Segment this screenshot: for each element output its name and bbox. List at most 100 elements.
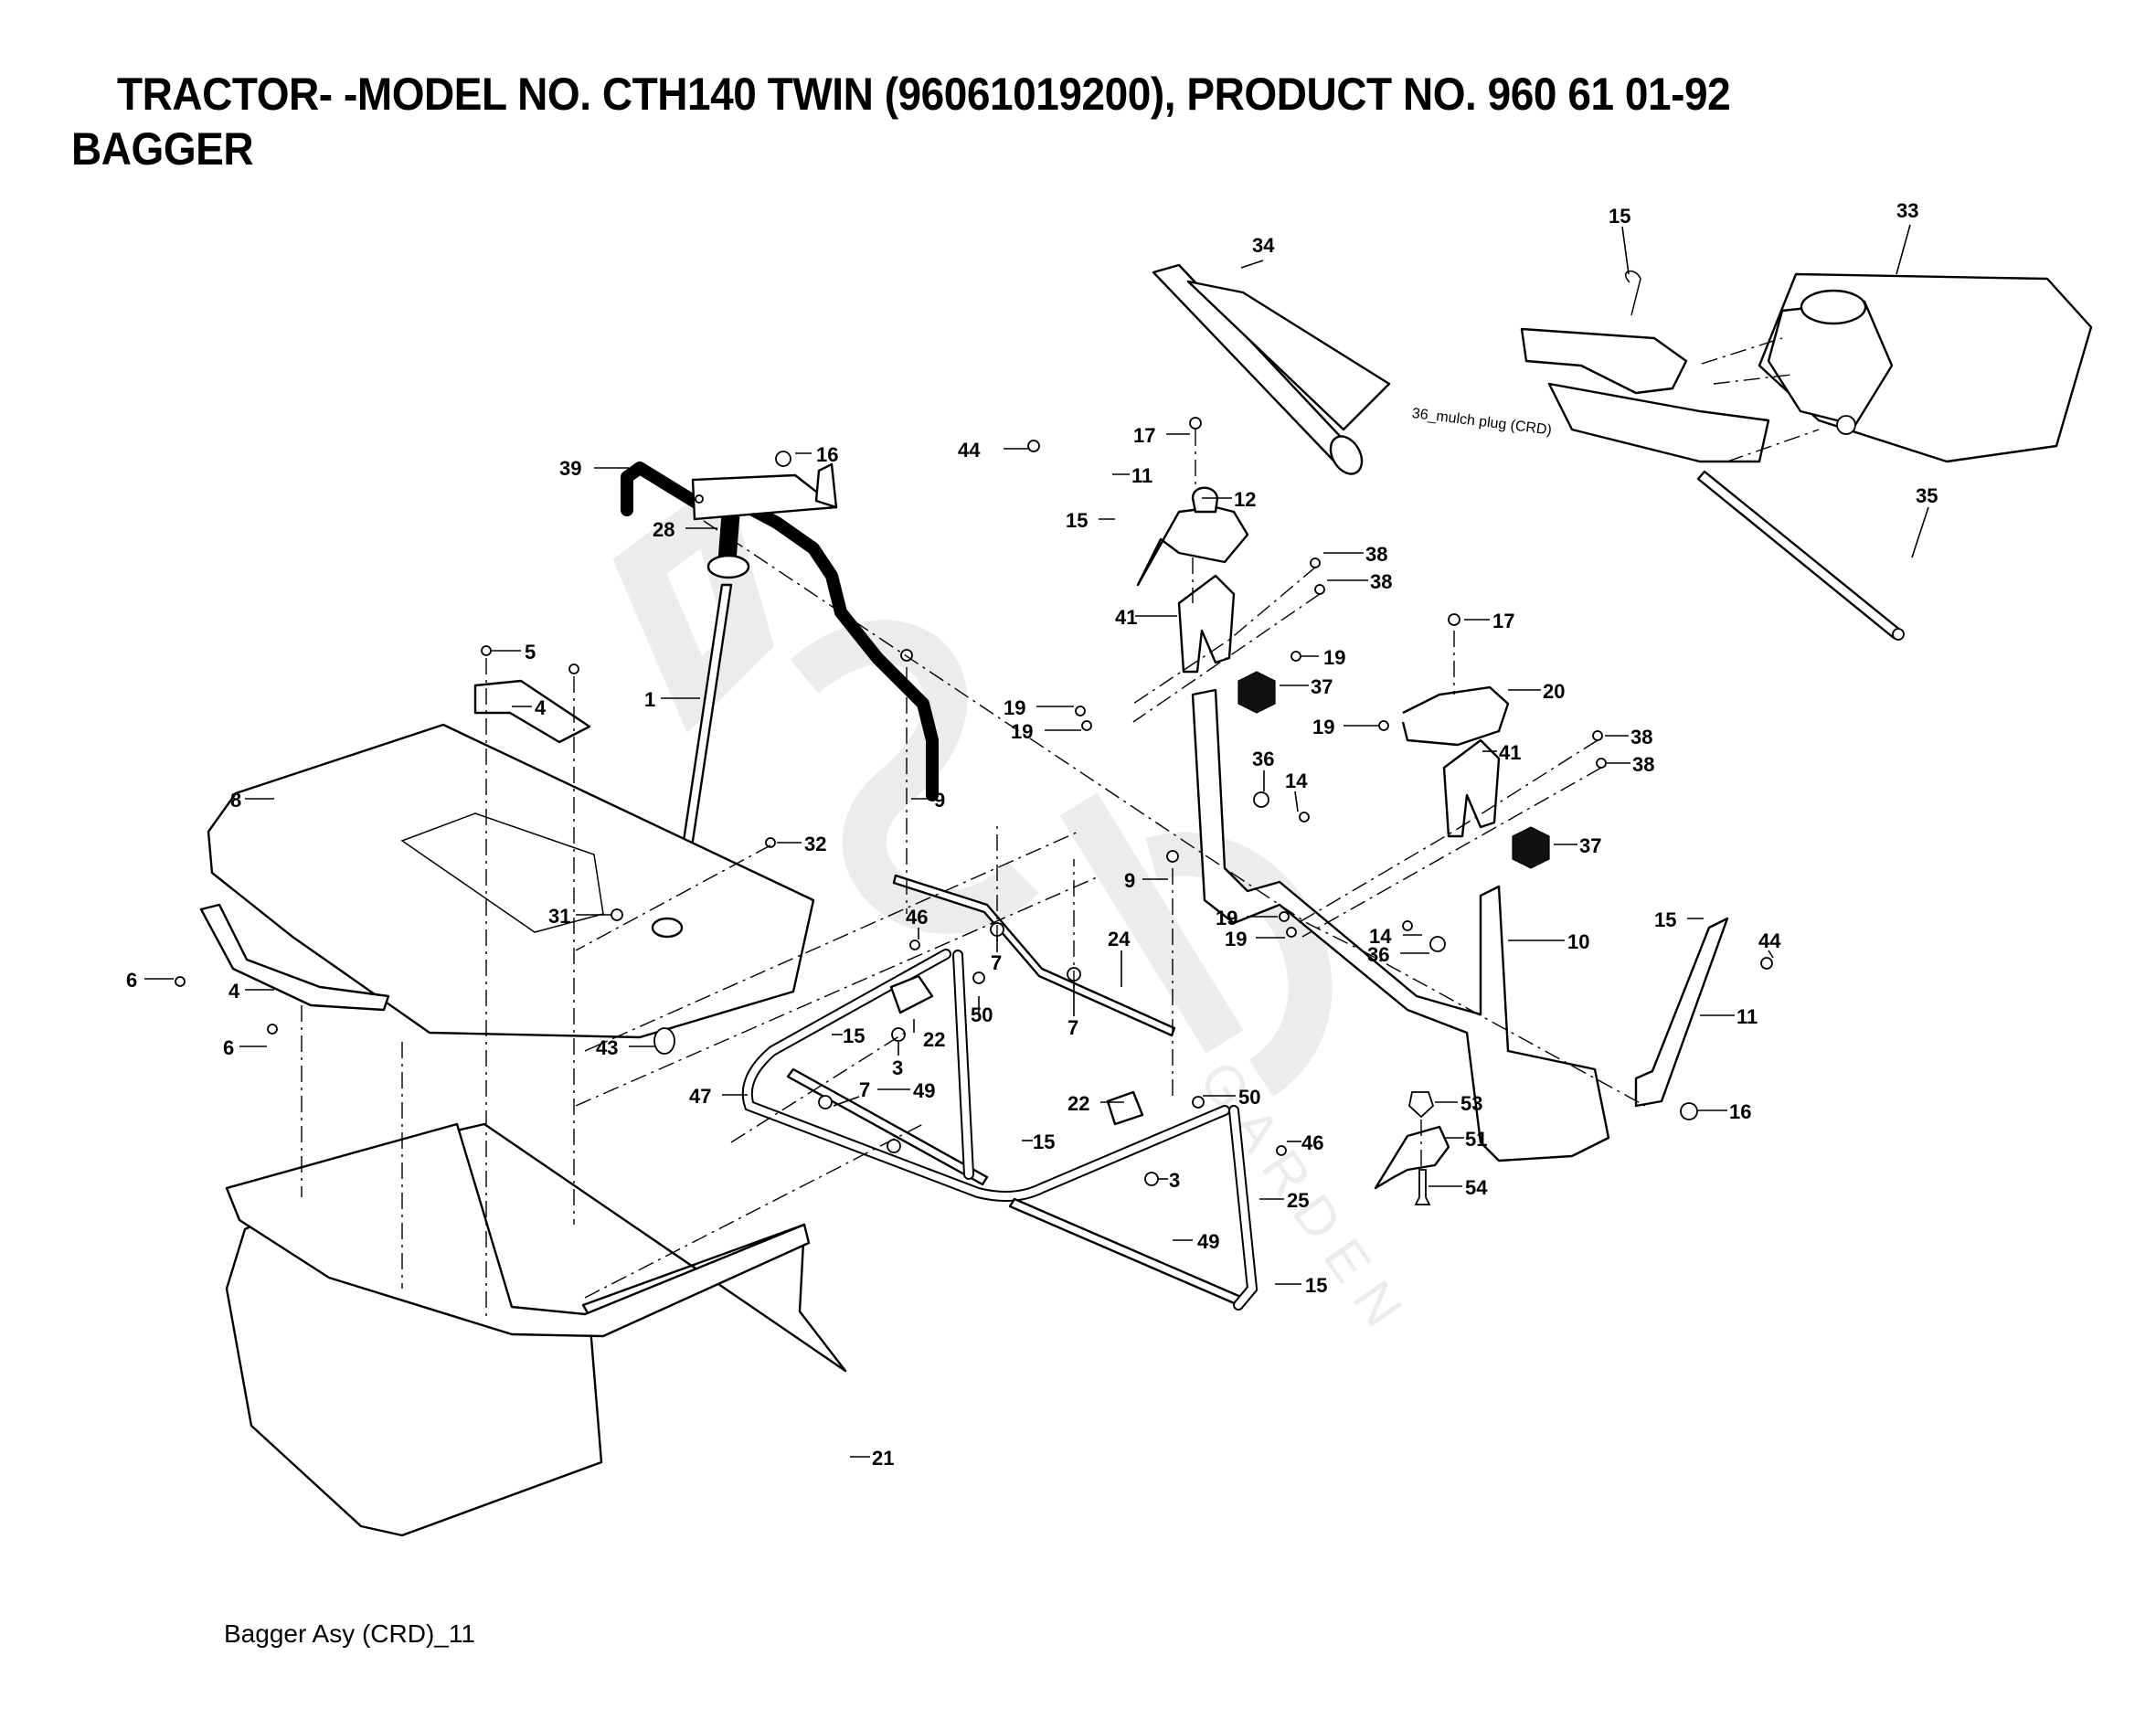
callout-39: 39	[559, 457, 581, 480]
callout-11-top: 11	[1131, 464, 1152, 487]
part-6-screw-b	[267, 1024, 278, 1035]
callout-15-lower: 15	[1033, 1130, 1055, 1153]
part-32-screw	[765, 837, 776, 848]
part-19-nut-b	[1075, 706, 1086, 717]
callout-50-b: 50	[1238, 1086, 1260, 1109]
callout-15-upper: 15	[1066, 509, 1088, 532]
part-14-bolt-b	[1402, 920, 1413, 931]
part-41-bracket-left	[1177, 574, 1236, 674]
part-36-washer-b	[1429, 936, 1446, 952]
callout-38-b: 38	[1370, 570, 1392, 593]
callout-12: 12	[1234, 488, 1256, 511]
part-22-bracket-right	[1106, 1090, 1144, 1126]
part-7-nut-c	[818, 1095, 833, 1109]
callout-44-lower: 44	[1758, 929, 1781, 952]
part-39-handle	[621, 462, 939, 801]
callout-3-a: 3	[892, 1056, 903, 1079]
callout-19-e: 19	[1216, 907, 1237, 929]
part-38-bolt-c	[1592, 730, 1603, 741]
assembly-lines	[301, 337, 1820, 1316]
part-53-nut	[1408, 1091, 1435, 1119]
part-44-bolt-lower	[1760, 957, 1773, 970]
part-4-handle-side	[199, 903, 390, 1012]
part-19-nut-f	[1286, 927, 1297, 938]
callout-36-a: 36	[1252, 748, 1274, 770]
part-54-bolt	[1414, 1169, 1431, 1205]
callout-22-a: 22	[923, 1028, 945, 1051]
part-38-bolt-a	[1310, 557, 1321, 568]
diagram-title: TRACTOR- -MODEL NO. CTH140 TWIN (9606101…	[117, 69, 1731, 120]
callout-9-a: 9	[934, 789, 945, 812]
part-43-cap	[653, 1027, 675, 1055]
callout-11-lower: 11	[1736, 1005, 1758, 1028]
part-5-screw-a	[481, 645, 492, 656]
callout-7-a: 7	[991, 951, 1002, 974]
part-4-handle-top	[473, 679, 591, 744]
callout-32: 32	[804, 833, 826, 855]
callout-41-right: 41	[1499, 741, 1521, 764]
callout-10: 10	[1567, 930, 1589, 953]
callout-8: 8	[230, 789, 241, 812]
part-46-bolt-b	[1276, 1145, 1287, 1156]
callout-49-b: 49	[1197, 1230, 1219, 1253]
part-34-mulch-tube	[1152, 263, 1391, 475]
part-12-latch	[1136, 486, 1249, 587]
part-36-mulch-plug	[1520, 327, 1770, 463]
part-22-bracket-left	[889, 974, 934, 1014]
callout-17-top: 17	[1133, 424, 1155, 447]
part-47-frame	[741, 949, 1230, 1202]
callout-4-top: 4	[535, 696, 547, 719]
callout-37-a: 37	[1311, 675, 1333, 698]
part-19-nut-a	[1290, 651, 1301, 662]
callout-44-top: 44	[958, 439, 981, 462]
callout-6-b: 6	[223, 1036, 234, 1059]
callout-9-b: 9	[1124, 869, 1135, 892]
diagram-caption: Bagger Asy (CRD)_11	[224, 1619, 475, 1648]
callout-24: 24	[1108, 928, 1131, 950]
callout-7-b: 7	[1067, 1016, 1078, 1039]
part-9-bolt-b	[1166, 850, 1179, 863]
part-46-bolt-a	[909, 939, 920, 950]
callout-4-side: 4	[228, 980, 240, 1003]
callout-19-f: 19	[1225, 928, 1247, 950]
part-37-rubber-block-left	[1237, 671, 1276, 714]
callout-46-b: 46	[1301, 1131, 1323, 1154]
callout-36-b: 36	[1367, 943, 1389, 966]
callout-14-b: 14	[1369, 925, 1392, 948]
callout-49-a: 49	[913, 1079, 935, 1102]
part-28-grip	[706, 499, 750, 579]
part-51-bracket	[1374, 1125, 1450, 1190]
callout-34: 34	[1252, 234, 1275, 257]
part-14-bolt-a	[1299, 812, 1310, 823]
callout-16-top: 16	[816, 443, 838, 466]
part-19-nut-d	[1378, 720, 1389, 731]
part-19-nut-c	[1081, 720, 1092, 731]
part-49-rod-left	[786, 1067, 989, 1186]
callout-19-c: 19	[1011, 720, 1033, 743]
part-38-bolt-b	[1314, 584, 1325, 595]
callout-38-a: 38	[1365, 543, 1387, 566]
part-17-bolt-right	[1448, 613, 1460, 626]
callout-51: 51	[1465, 1128, 1487, 1151]
callout-28: 28	[653, 518, 674, 541]
part-11-bracket-lower	[1634, 917, 1729, 1108]
callout-50-a: 50	[971, 1003, 993, 1026]
diagram-subtitle: BAGGER	[71, 123, 254, 175]
part-5-screw-b	[568, 663, 579, 674]
part-3-nut-b	[1144, 1172, 1159, 1186]
part-16-nut-lower	[1680, 1102, 1698, 1120]
part-8-cover	[207, 723, 815, 1039]
callout-20: 20	[1543, 680, 1565, 703]
callout-15-right: 15	[1654, 908, 1676, 931]
callout-15-bottom: 15	[1305, 1274, 1327, 1297]
callout-6-a: 6	[126, 969, 137, 992]
callout-7-c: 7	[859, 1078, 870, 1101]
callout-16-lower: 16	[1729, 1100, 1751, 1123]
callout-15-top: 15	[1609, 205, 1630, 228]
part-33-chute-adapter	[1758, 272, 2093, 463]
part-50-bushing-b	[1192, 1096, 1205, 1109]
callout-21: 21	[872, 1447, 894, 1470]
callout-14-a: 14	[1285, 770, 1308, 792]
callout-19-b: 19	[1004, 696, 1025, 719]
